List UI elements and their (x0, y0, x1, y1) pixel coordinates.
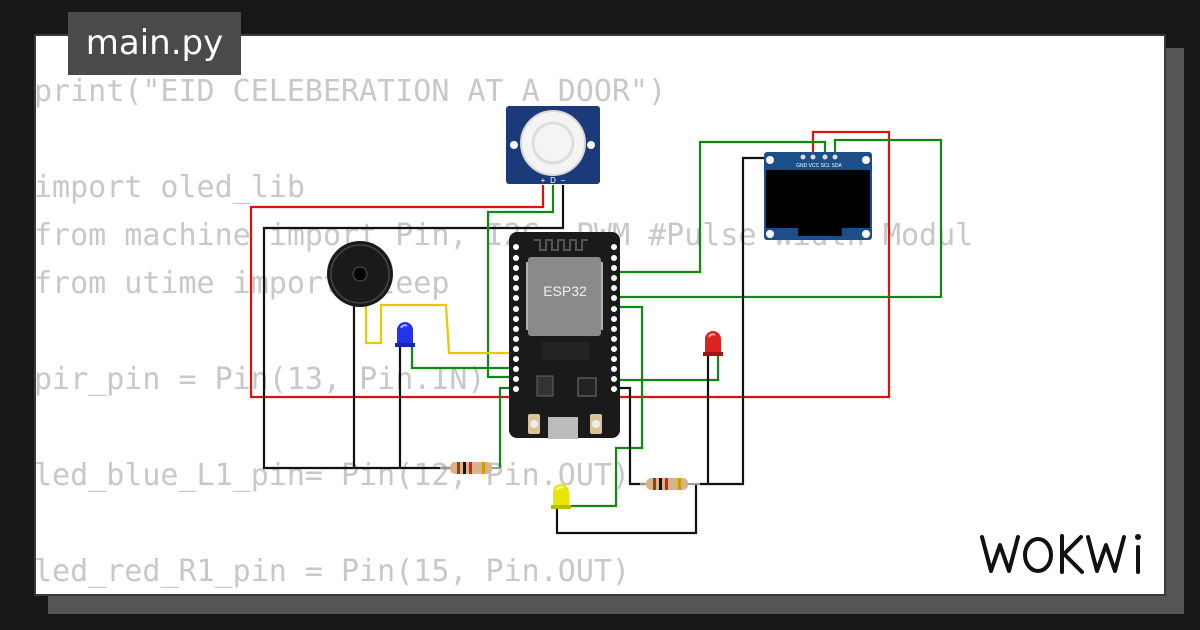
resistor[interactable] (640, 478, 700, 490)
mount-hole (587, 141, 595, 149)
buzzer[interactable] (327, 241, 393, 307)
wire-black-esp-gnd (616, 386, 645, 486)
wire-black-yellow-led (555, 484, 698, 535)
esp32-label: ESP32 (543, 283, 587, 299)
pir-dome (520, 110, 586, 176)
oled-pin-labels: GND VCC SCL SDA (796, 163, 842, 169)
wire-green-resistor-1 (498, 386, 512, 468)
code-line: led_blue_L1_pin= Pin(12, Pin.OUT) (34, 458, 631, 493)
esp32-module (528, 257, 601, 336)
esp32-board[interactable]: ESP32 (509, 232, 620, 439)
wires (249, 130, 943, 535)
wire-green-oled-scl (616, 138, 943, 299)
wire-yellow-buzzer (364, 303, 512, 355)
wire-black-pir-gnd (262, 185, 565, 470)
wire-green-pir-data (486, 185, 555, 379)
oled-screen (766, 170, 870, 228)
antenna (534, 239, 588, 251)
wokwi-logo (980, 534, 1141, 574)
led-blue[interactable] (395, 322, 415, 347)
code-line: led_red_R1_pin = Pin(15, Pin.OUT) (34, 554, 631, 589)
led-red[interactable] (703, 331, 723, 356)
code-line: import oled_lib (34, 170, 305, 205)
wire-green-oled-sda (616, 140, 827, 274)
code-line: pir_pin = Pin(13, Pin.IN) (34, 362, 486, 397)
usb-port (548, 417, 578, 439)
pir-pin-label: D (550, 176, 556, 185)
led-yellow[interactable] (551, 484, 571, 509)
mount-hole (510, 141, 518, 149)
pir-sensor[interactable]: + D − (506, 106, 600, 185)
code-line: print("EID CELEBERATION AT A DOOR") (34, 74, 667, 109)
pir-pin-label: − (561, 176, 566, 185)
wire-green-red-led (616, 355, 720, 382)
oled-display[interactable]: GND VCC SCL SDA (764, 152, 872, 240)
pir-pin-label: + (541, 176, 546, 185)
resistor[interactable] (440, 462, 500, 474)
wire-green-blue-led (410, 345, 512, 370)
file-tab[interactable]: main.py (68, 12, 241, 75)
